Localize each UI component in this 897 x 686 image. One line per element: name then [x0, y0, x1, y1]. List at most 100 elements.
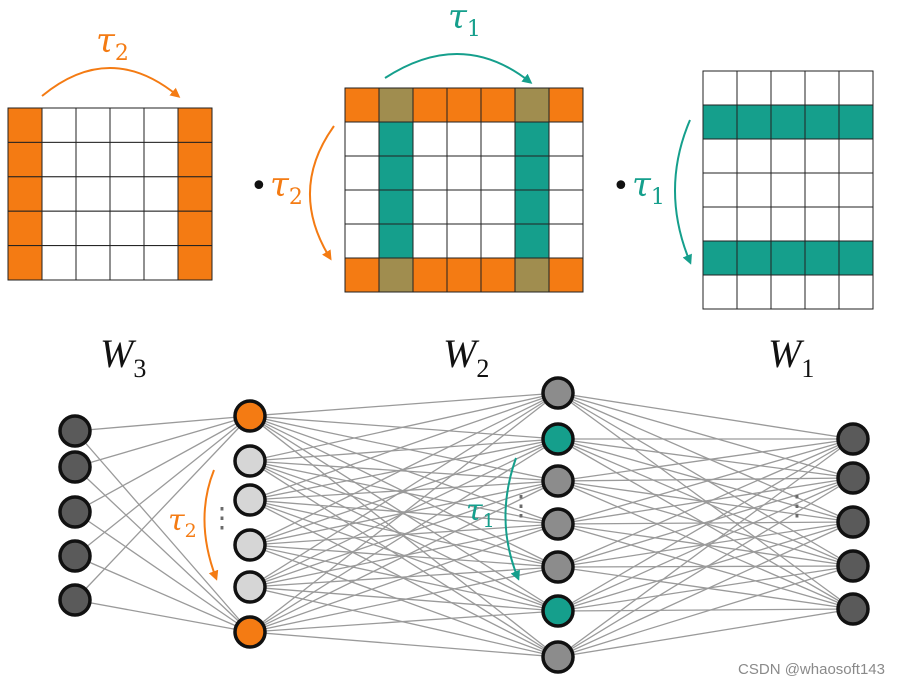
ellipsis-layer2: ⋮: [208, 501, 236, 534]
w2-cell: [446, 257, 482, 293]
w2-cell: [514, 189, 550, 225]
network-node-layer3: [541, 376, 575, 410]
network-edge: [249, 392, 559, 633]
w2-cell: [514, 155, 550, 191]
network-edge: [557, 477, 854, 568]
network-edge: [249, 392, 559, 588]
network-edge: [557, 438, 854, 568]
w1-cell: [702, 172, 738, 208]
network-edge: [557, 477, 854, 525]
w3-cell: [75, 210, 111, 247]
w1-cell: [770, 206, 806, 242]
w2-cell: [446, 87, 482, 123]
w2-cell: [378, 121, 414, 157]
w2-cell: [480, 189, 516, 225]
w1-label: W1: [768, 331, 814, 383]
network-edge: [557, 565, 854, 658]
w3-cell: [177, 210, 213, 247]
network-edge: [557, 608, 854, 658]
w3-cell: [143, 141, 179, 178]
network-edge: [74, 415, 251, 601]
network-edge: [249, 566, 559, 633]
tau2-arrow-top: [41, 67, 181, 98]
network-edge: [74, 415, 251, 468]
w2-cell: [344, 257, 380, 293]
matrix-w2: [344, 87, 584, 293]
network-edge: [249, 460, 559, 658]
network-edge: [74, 415, 251, 513]
w2-cell: [378, 257, 414, 293]
w2-cell: [446, 155, 482, 191]
w2-cell: [480, 87, 516, 123]
w3-cell: [7, 141, 43, 178]
network-edge: [557, 521, 854, 658]
w2-cell: [514, 223, 550, 259]
w1-cell: [702, 274, 738, 310]
network-node-layer2: [233, 444, 267, 478]
network-node-layer2: [233, 570, 267, 604]
w1-cell: [736, 240, 772, 276]
w3-cell: [143, 245, 179, 281]
network-node-layer2: [233, 399, 267, 433]
w1-cell: [770, 104, 806, 140]
w3-cell: [7, 210, 43, 247]
w1-cell: [838, 206, 874, 242]
w1-cell: [736, 104, 772, 140]
tau1-label-network: τ1: [466, 493, 495, 532]
w2-cell: [548, 121, 584, 157]
network-node-layer3: [541, 594, 575, 628]
network-edge: [557, 438, 854, 479]
w3-cell: [75, 176, 111, 212]
w1-cell: [838, 240, 874, 276]
tau1-arrow-top: [384, 53, 533, 84]
network-node-layer4: [836, 422, 870, 456]
w1-cell: [702, 240, 738, 276]
network-edge: [74, 555, 251, 633]
w3-cell: [177, 107, 213, 143]
network-edge: [249, 438, 559, 546]
network-edge: [557, 521, 854, 612]
w2-cell: [514, 257, 550, 293]
w1-cell: [838, 138, 874, 174]
w1-cell: [838, 274, 874, 310]
network-node-layer2: [233, 483, 267, 517]
w3-cell: [109, 107, 145, 143]
w3-cell: [109, 176, 145, 212]
w1-cell: [736, 70, 772, 106]
w1-cell: [838, 172, 874, 208]
w3-cell: [143, 176, 179, 212]
w2-cell: [344, 87, 380, 123]
network-edge: [249, 566, 559, 588]
w3-cell: [7, 176, 43, 212]
w2-cell: [480, 121, 516, 157]
w3-cell: [41, 107, 77, 143]
w3-cell: [7, 107, 43, 143]
w1-cell: [736, 172, 772, 208]
network-edge: [249, 460, 559, 568]
network-edge: [249, 415, 559, 482]
w2-cell: [412, 121, 448, 157]
w2-cell: [344, 189, 380, 225]
w1-cell: [770, 138, 806, 174]
w2-cell: [514, 87, 550, 123]
w1-cell: [804, 206, 840, 242]
w2-cell: [548, 257, 584, 293]
network-edge: [74, 415, 251, 557]
w3-cell: [41, 245, 77, 281]
network-edge: [249, 544, 559, 658]
w2-cell: [446, 121, 482, 157]
ellipsis-layer3: ⋮: [507, 489, 535, 522]
network-edge: [557, 477, 854, 612]
network-edge: [249, 438, 559, 633]
network-node-layer1: [58, 450, 92, 484]
network-edge: [249, 392, 559, 417]
w1-cell: [770, 172, 806, 208]
w3-cell: [109, 141, 145, 178]
network-node-layer3: [541, 422, 575, 456]
w2-cell: [344, 223, 380, 259]
w2-cell: [378, 155, 414, 191]
network-node-layer1: [58, 583, 92, 617]
w3-cell: [75, 107, 111, 143]
w1-cell: [702, 138, 738, 174]
